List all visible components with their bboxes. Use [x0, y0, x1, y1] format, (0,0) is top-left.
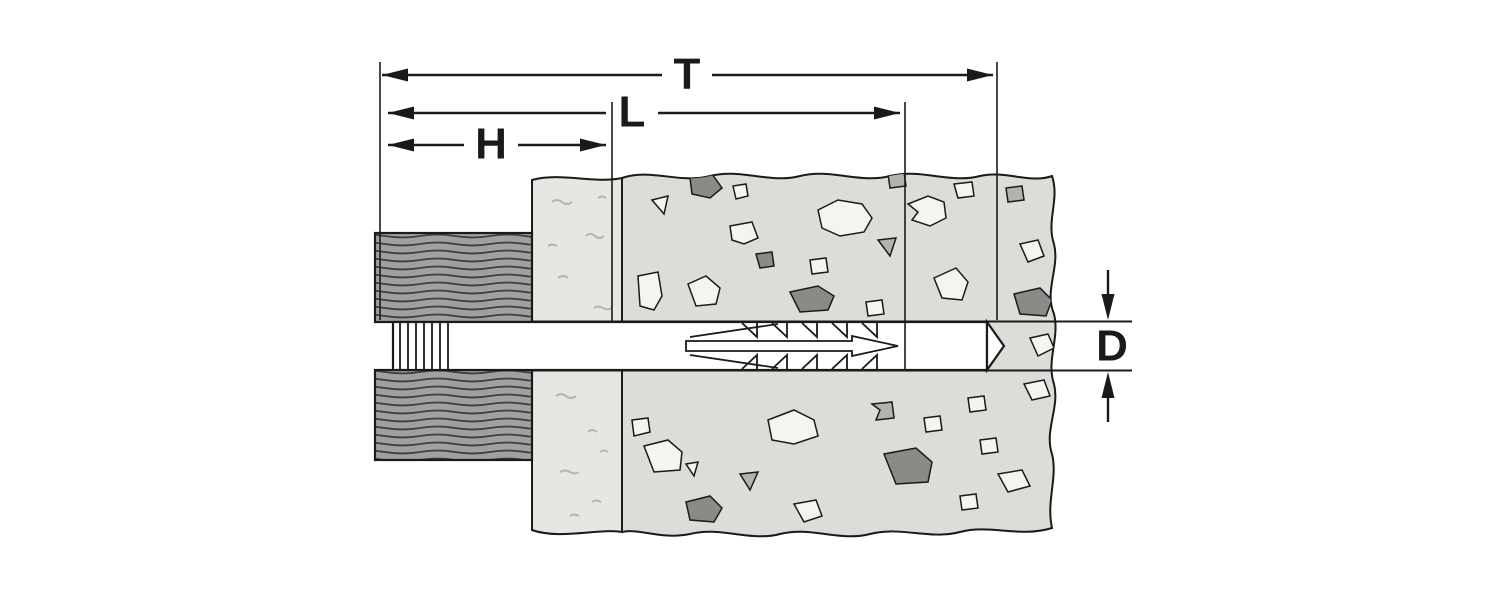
expander-nail: [685, 334, 899, 358]
d-arrow-bottom: [1101, 372, 1115, 398]
dimension-h: H: [388, 120, 606, 169]
dimensions: T L H D: [379, 50, 1128, 422]
l-arrow-left: [388, 106, 414, 120]
anchor-head-ridges: [399, 323, 449, 369]
t-label: T: [674, 50, 701, 99]
l-arrow-right: [874, 106, 900, 120]
anchor-tip: [985, 318, 1006, 374]
plaster-texture: [547, 195, 613, 517]
d-label: D: [1096, 322, 1128, 371]
h-label: H: [475, 120, 507, 169]
dimension-t: T: [382, 50, 993, 99]
aggregate-stones: [631, 173, 1055, 523]
dimension-l: L: [388, 88, 900, 137]
frame-anchor: [391, 318, 1006, 374]
l-label: L: [619, 88, 646, 137]
expansion-zone: [685, 322, 899, 370]
h-arrow-right: [580, 138, 606, 152]
dimension-d: D: [1096, 270, 1128, 422]
t-arrow-left: [382, 68, 408, 82]
d-arrow-top: [1101, 294, 1115, 320]
t-arrow-right: [967, 68, 993, 82]
h-arrow-left: [388, 138, 414, 152]
